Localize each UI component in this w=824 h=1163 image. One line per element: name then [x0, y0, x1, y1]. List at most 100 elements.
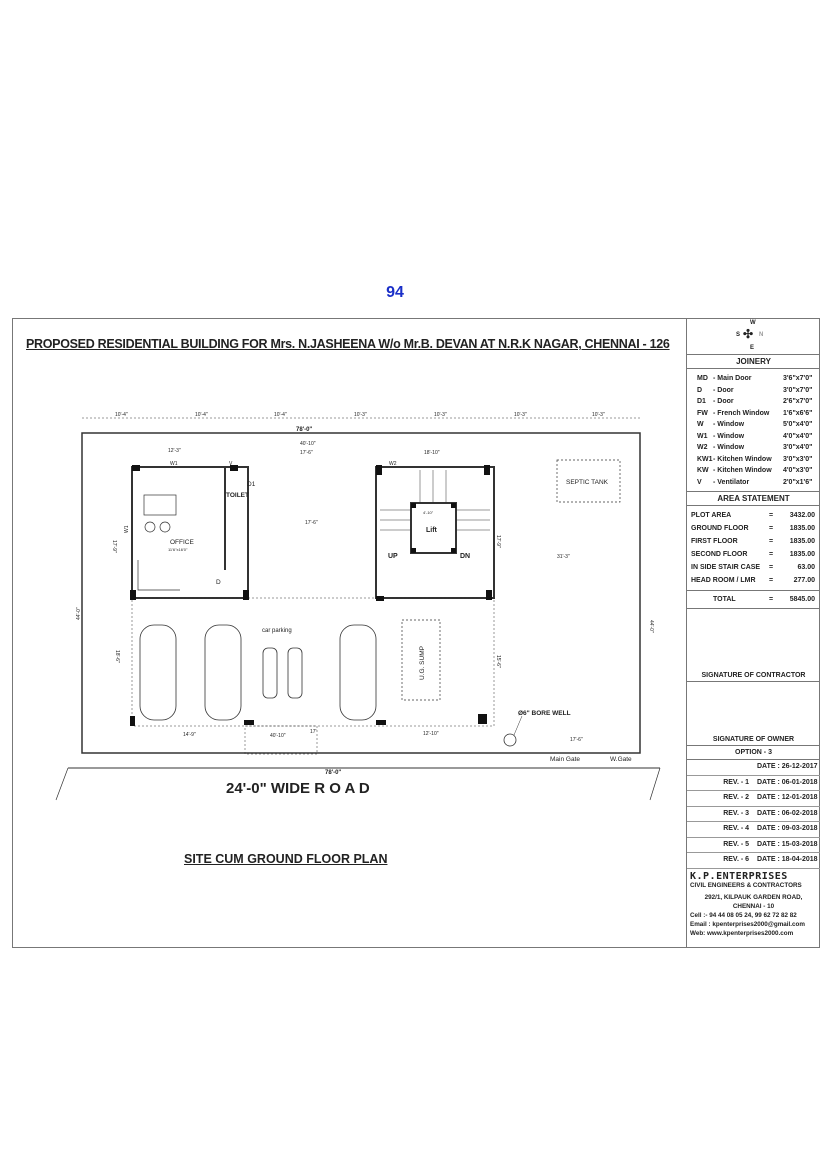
area-label: PLOT AREA: [691, 512, 732, 519]
area-eq: =: [769, 577, 774, 584]
dim: 17'-6": [300, 450, 313, 456]
joinery-code: W: [697, 421, 704, 428]
dim: 18'-10": [424, 450, 440, 456]
plan-title: SITE CUM GROUND FLOOR PLAN: [184, 852, 388, 866]
joinery-size: 5'0"x4'0": [783, 421, 813, 428]
area-row: IN SIDE STAIR CASE = 63.00: [687, 561, 820, 574]
revision-date: DATE : 06-01-2018: [757, 778, 818, 786]
revision-date: DATE : 09-03-2018: [757, 825, 818, 832]
lift-label: Lift: [426, 527, 438, 534]
signature-owner-label: SIGNATURE OF OWNER: [712, 736, 795, 743]
joinery-desc: - Kitchen Window: [713, 467, 772, 474]
ug-sump: [401, 619, 441, 701]
office-room: [131, 466, 249, 599]
room-label-office: OFFICE: [170, 539, 194, 546]
stair-dn-label: DN: [460, 553, 470, 560]
joinery-code: FW: [697, 409, 708, 417]
main-gate-label: Main Gate: [550, 756, 580, 763]
joinery-code: D1: [697, 398, 706, 405]
parking-area: [131, 597, 495, 727]
area-eq: =: [769, 551, 774, 558]
option-label: OPTION - 3: [687, 746, 820, 760]
stair-up-label: UP: [388, 553, 398, 560]
joinery-size: 3'0"x3'0": [783, 455, 813, 463]
area-list: PLOT AREA=3432.00 GROUND FLOOR=1835.00 F…: [687, 506, 820, 591]
car-icon: [339, 624, 377, 721]
motorcycle-icon: [287, 647, 303, 699]
dim: 14'-9": [183, 732, 196, 738]
joinery-desc: - Door: [713, 398, 734, 405]
joinery-code: W1: [697, 432, 708, 440]
revision-number: REV. - 1: [723, 778, 749, 786]
company-tagline: CIVIL ENGINEERS & CONTRACTORS: [690, 881, 802, 889]
area-eq: =: [769, 564, 774, 571]
joinery-desc: - Window: [713, 432, 745, 440]
dim-top: 10'-3": [514, 412, 527, 418]
area-total: TOTAL=5845.00: [687, 591, 820, 609]
dim-depth: 44'-0": [76, 607, 82, 620]
joinery-size: 4'0"x3'0": [783, 467, 813, 474]
revision-date: DATE : 15-03-2018: [757, 840, 818, 848]
signature-contractor-label: SIGNATURE OF CONTRACTOR: [701, 672, 806, 679]
car-icon: [139, 624, 177, 721]
area-value: 1835.00: [789, 525, 815, 532]
area-row: GROUND FLOOR=1835.00: [687, 522, 820, 535]
company-name: K.P.ENTERPRISES: [690, 870, 788, 882]
car-icon: [204, 624, 242, 721]
revision-number: REV. - 3: [723, 809, 749, 817]
dim-total-top: 78'-0": [296, 427, 312, 433]
compass-w: W: [750, 320, 756, 326]
joinery-desc: - Kitchen Window: [713, 455, 772, 463]
joinery-size: 3'0"x7'0": [783, 386, 813, 394]
compass: W S ✣ N E: [687, 318, 820, 355]
room-label-toilet: TOILET: [226, 492, 249, 499]
area-row: HEAD ROOM / LMR=277.00: [687, 574, 820, 587]
dim-top: 10'-3": [354, 412, 367, 418]
dim: 40'-10": [270, 733, 286, 739]
window-label: V: [229, 461, 233, 467]
plot-boundary: [81, 432, 641, 754]
dim-top: 10'-4": [274, 412, 287, 418]
dim: 12'-10": [423, 731, 439, 737]
company-email: Email : kpenterprises2000@gmail.com: [690, 920, 805, 928]
area-eq: =: [769, 538, 774, 545]
dim: 12'-3": [168, 448, 181, 454]
area-heading: AREA STATEMENT: [687, 492, 820, 506]
dim: 18'-6": [114, 650, 120, 663]
borewell-icon: [503, 733, 517, 747]
area-label: GROUND FLOOR: [691, 525, 749, 532]
company-phone: Cell :- 94 44 08 05 24, 99 62 72 82 82: [690, 911, 797, 919]
area-value: 277.00: [793, 577, 815, 584]
room-size-office: 11'6"x16'0": [168, 547, 188, 552]
dim: 17': [310, 729, 317, 735]
joinery-size: 3'0"x4'0": [783, 444, 813, 451]
dim: 40'-10": [300, 441, 316, 447]
area-row: PLOT AREA=3432.00: [687, 509, 820, 522]
joinery-size: 1'6"x6'6": [783, 409, 813, 417]
dim-top: 10'-3": [592, 412, 605, 418]
window-label: W2: [389, 461, 397, 467]
joinery-heading: JOINERY: [687, 355, 820, 369]
joinery-row: FW - French Window 1'6"x6'6": [687, 408, 820, 420]
total-eq: =: [769, 596, 774, 603]
joinery-desc: - French Window: [713, 409, 770, 417]
area-row: FIRST FLOOR=1835.00: [687, 535, 820, 548]
dim-top: 10'-4": [195, 412, 208, 418]
area-value: 3432.00: [789, 512, 815, 519]
columns: [130, 465, 492, 726]
septic-tank: [556, 459, 621, 503]
floor-plan: 78'-0" 10'-4" 10'-4" 10'-4" 10'-3" 10'-3…: [55, 412, 661, 801]
area-value: 1835.00: [789, 551, 815, 558]
area-value: 63.00: [797, 564, 815, 571]
company-city: CHENNAI - 10: [732, 902, 775, 910]
area-label: IN SIDE STAIR CASE: [691, 564, 761, 571]
revision-date: DATE : 18-04-2018: [757, 856, 818, 863]
motorcycle-icon: [262, 647, 278, 699]
joinery-size: 4'0"x4'0": [783, 432, 813, 440]
